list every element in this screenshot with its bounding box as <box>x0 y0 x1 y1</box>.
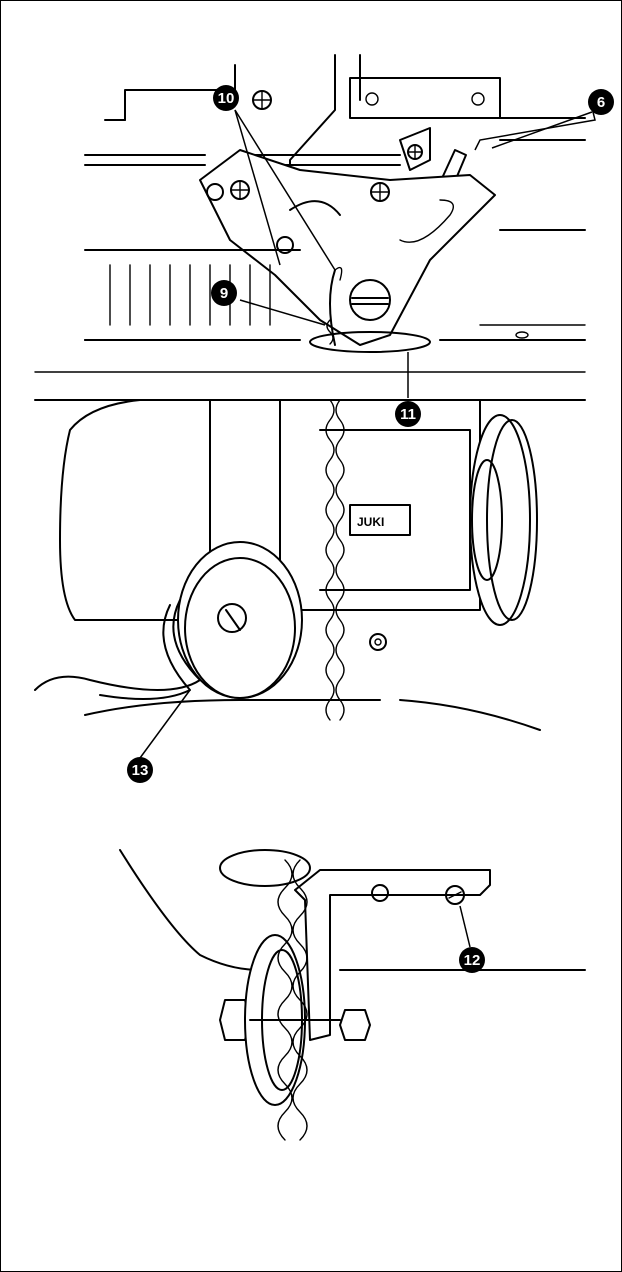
callout-badge-10: 10 <box>213 85 239 111</box>
svg-text:6: 6 <box>597 94 605 111</box>
middle-motor-drawing: JUKI <box>34 399 586 731</box>
brand-label: JUKI <box>357 515 384 529</box>
chain-lower <box>277 859 308 1141</box>
callout-badge-9: 9 <box>211 280 237 306</box>
callout-badge-12: 12 <box>459 947 485 973</box>
upper-mechanism-drawing <box>34 54 586 373</box>
chain-middle <box>325 399 345 721</box>
svg-text:11: 11 <box>400 406 416 423</box>
svg-text:13: 13 <box>132 762 149 779</box>
callout-badge-13: 13 <box>127 757 153 783</box>
callout-badge-6: 6 <box>588 89 614 115</box>
callout-badge-11: 11 <box>395 401 421 427</box>
callout-leaders <box>139 107 596 948</box>
lower-bracket-drawing <box>119 849 586 1141</box>
svg-text:10: 10 <box>218 90 235 107</box>
svg-text:9: 9 <box>220 285 228 302</box>
svg-text:12: 12 <box>464 952 481 969</box>
